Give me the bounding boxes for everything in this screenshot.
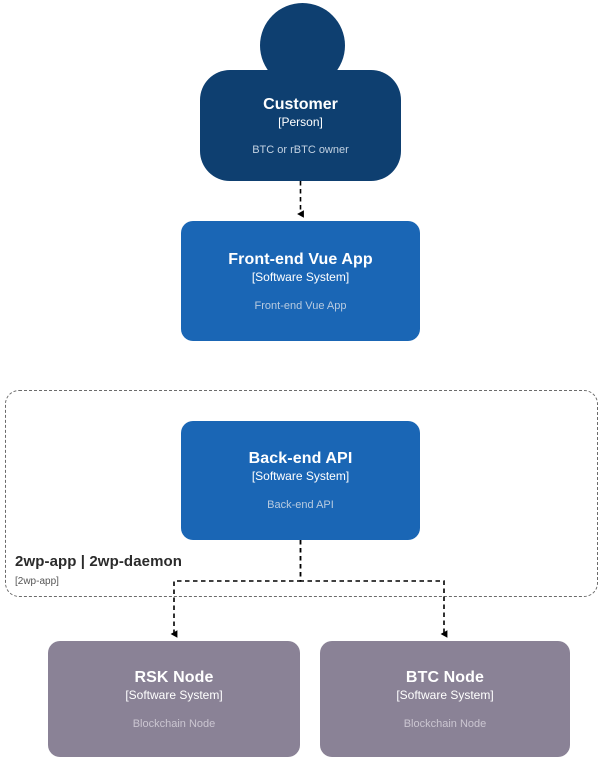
node-title: Front-end Vue App [228,250,373,268]
node-frontend-vue-app[interactable]: Front-end Vue App [Software System] Fron… [181,221,420,341]
node-title: BTC Node [405,668,485,686]
node-customer[interactable]: Customer [Person] BTC or rBTC owner [200,3,401,181]
node-btc-node[interactable]: BTC Node [Software System] Blockchain No… [320,641,570,757]
node-type: [Person] [278,114,323,129]
boundary-type-label: [2wp-app] [15,576,59,587]
node-description: Back-end API [267,499,334,511]
node-rsk-node[interactable]: RSK Node [Software System] Blockchain No… [48,641,300,757]
node-type: [Software System] [251,269,350,284]
node-backend-api[interactable]: Back-end API [Software System] Back-end … [181,421,420,540]
node-description: Blockchain Node [403,717,487,730]
node-description: Front-end Vue App [254,299,347,312]
node-title: Back-end API [248,450,353,467]
node-type: [Software System] [125,687,223,702]
node-title: Customer [263,95,338,113]
person-body: Customer [Person] BTC or rBTC owner [200,70,401,181]
node-type: [Software System] [396,687,494,702]
node-description: Blockchain Node [132,717,216,730]
node-description: BTC or rBTC owner [252,143,349,156]
node-title: RSK Node [134,668,214,686]
node-type: [Software System] [251,469,350,483]
boundary-label: 2wp-app | 2wp-daemon [15,553,183,570]
